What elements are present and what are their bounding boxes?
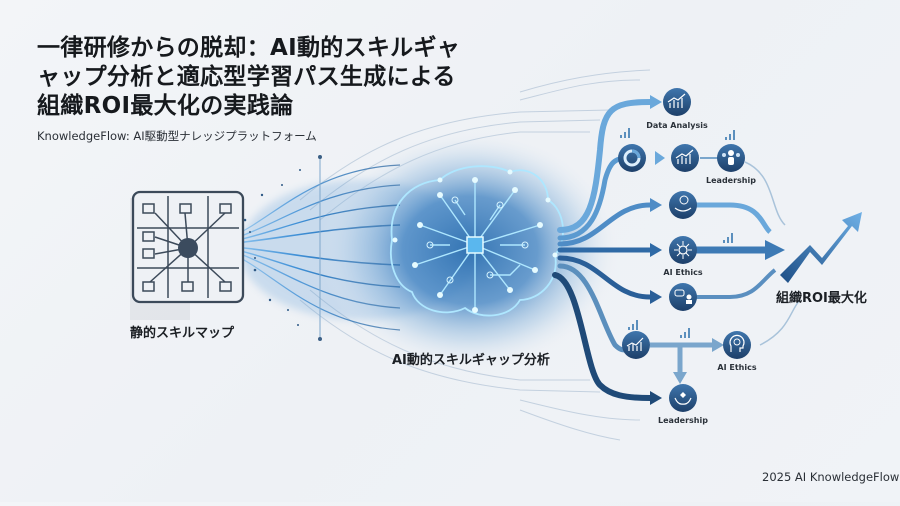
pipe-arrowheads xyxy=(650,95,665,405)
node-label-leadership: Leadership xyxy=(706,176,756,185)
mini-bar-icons xyxy=(620,128,735,338)
roi-label: 組織ROI最大化 xyxy=(776,291,867,306)
skill-grid-icon xyxy=(130,190,245,320)
cpu-chip-icon xyxy=(466,236,484,254)
skill-node-chat-person xyxy=(669,283,697,311)
title-line-3: 組織ROI最大化の実践論 xyxy=(37,93,294,119)
subtitle: KnowledgeFlow: AI駆動型ナレッジプラットフォーム xyxy=(37,129,317,143)
page-title: 一律研修からの脱却：AI動的スキルギャ ャップ分析と適応型学習パス生成による 組… xyxy=(37,34,467,121)
node-label-ai-ethics-2: AI Ethics xyxy=(717,363,757,372)
node-label-leadership-2: Leadership xyxy=(658,416,708,425)
skill-node-leadership xyxy=(717,144,745,172)
skill-nodes xyxy=(618,88,751,412)
node-connectors xyxy=(650,157,801,384)
output-pipes xyxy=(552,99,653,401)
skill-node-ai-ethics xyxy=(669,236,697,264)
skill-node-pie-chart xyxy=(618,144,646,172)
node-label-data-analysis: Data Analysis xyxy=(646,121,708,130)
skill-node-data-analysis xyxy=(663,88,691,116)
static-skill-map-label: 静的スキルマップ xyxy=(130,326,235,341)
skill-node-line-chart xyxy=(622,331,650,359)
footer-credit: 2025 AI KnowledgeFlow xyxy=(762,470,900,484)
skill-node-chart xyxy=(671,144,699,172)
skill-node-leadership-2 xyxy=(669,384,697,412)
skill-node-hand-globe xyxy=(669,191,697,219)
rising-arrow-icon xyxy=(780,212,862,283)
node-label-ai-ethics: AI Ethics xyxy=(663,268,703,277)
title-line-2: ャップ分析と適応型学習パス生成による xyxy=(37,64,456,90)
skill-node-ai-ethics-2 xyxy=(723,331,751,359)
title-line-1: 一律研修からの脱却：AI動的スキルギャ xyxy=(37,35,461,61)
ai-gap-analysis-label: AI動的スキルギャップ分析 xyxy=(392,353,550,368)
brain-nodes xyxy=(392,169,558,313)
